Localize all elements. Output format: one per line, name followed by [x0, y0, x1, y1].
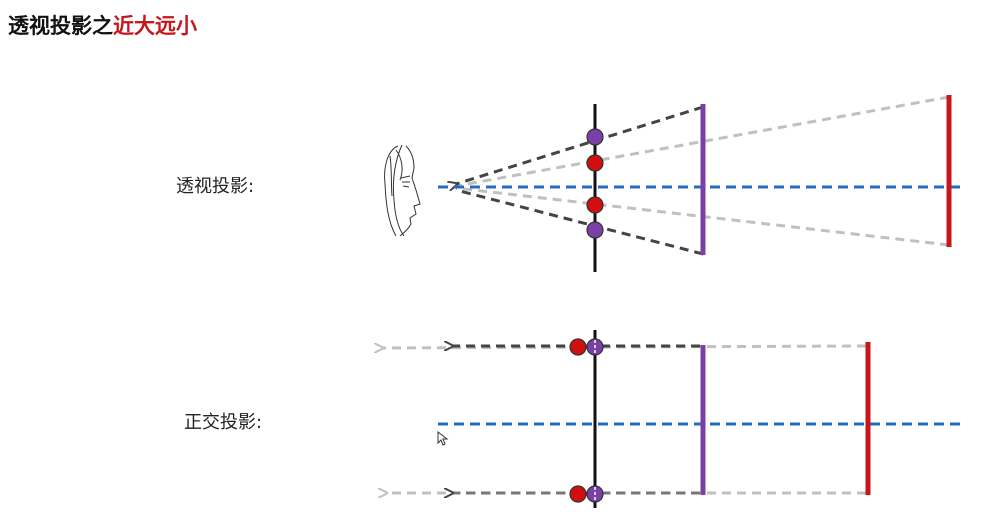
eye-face-icon: [384, 144, 421, 237]
orthographic-label: 正交投影:: [184, 412, 263, 433]
perspective-far-point-top: [586, 154, 604, 172]
orthographic-diagram: [382, 330, 960, 508]
perspective-far-point-bottom: [586, 196, 604, 214]
page-title: 透视投影之近大远小: [8, 10, 197, 40]
perspective-label: 透视投影:: [176, 176, 255, 197]
title-highlight: 近大远小: [113, 14, 197, 38]
orthographic-far-point-top: [569, 338, 587, 356]
orthographic-far-point-bottom: [569, 485, 587, 503]
perspective-diagram: [384, 95, 960, 272]
title-prefix: 透视投影之: [8, 14, 113, 38]
perspective-near-point-top: [586, 128, 604, 146]
perspective-near-point-bottom: [586, 221, 604, 239]
mouse-cursor-icon: [437, 430, 449, 446]
